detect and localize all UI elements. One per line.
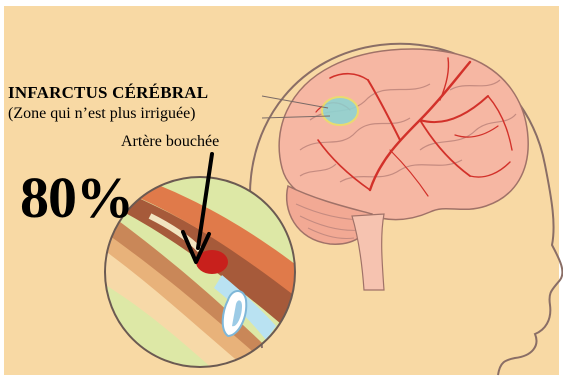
percentage-label: 80% [20,164,133,231]
infarct-zone [322,97,358,125]
blocked-artery-label: Artère bouchée [121,133,219,151]
brain [279,49,528,220]
infarct-subtitle: (Zone qui n’est plus irriguée) [8,105,196,123]
infarct-title: INFARCTUS CÉRÉBRAL [8,83,208,103]
